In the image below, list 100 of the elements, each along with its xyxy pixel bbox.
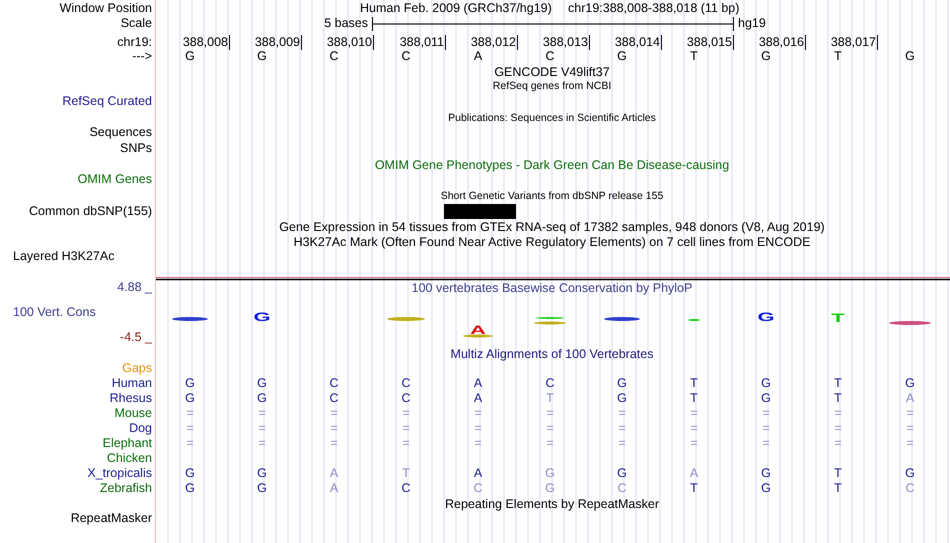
aligned-base: = (474, 406, 482, 421)
species-label: Rhesus (110, 391, 152, 406)
position-number: 388,009 (254, 35, 302, 50)
aligned-base: G (185, 466, 195, 481)
conserved-base-letter: T (831, 314, 845, 322)
track-label: RepeatMasker (70, 511, 152, 526)
track-label: Gaps (122, 361, 152, 376)
aligned-base: G (617, 376, 627, 391)
aligned-base: G (761, 466, 771, 481)
conserved-base-letter: A (470, 326, 486, 334)
base-letter: T (690, 49, 698, 64)
species-label: X_tropicalis (87, 466, 152, 481)
aligned-base: G (257, 481, 267, 496)
aligned-base: A (474, 376, 482, 391)
track-label: RefSeq Curated (62, 94, 152, 109)
aligned-base: = (546, 421, 554, 436)
aligned-base: = (906, 436, 914, 451)
aligned-base: = (474, 436, 482, 451)
aligned-base: G (761, 481, 771, 496)
aligned-base: = (330, 421, 338, 436)
track-title: 100 vertebrates Basewise Conservation by PhyloP (412, 281, 692, 296)
aligned-base: = (402, 406, 410, 421)
base-letter: A (474, 49, 482, 64)
aligned-base: = (834, 406, 842, 421)
aligned-base: G (761, 391, 771, 406)
aligned-base: = (546, 406, 554, 421)
aligned-base: = (906, 406, 914, 421)
aligned-base: = (690, 436, 698, 451)
base-letter: G (905, 49, 915, 64)
position-number: 388,013 (542, 35, 590, 50)
aligned-base: G (257, 391, 267, 406)
aligned-base: G (257, 376, 267, 391)
aligned-base: G (545, 466, 555, 481)
aligned-base: = (690, 421, 698, 436)
species-label: Dog (129, 421, 152, 436)
aligned-base: A (474, 391, 482, 406)
base-letter: C (545, 49, 555, 64)
aligned-base: = (834, 421, 842, 436)
base-letter: C (329, 49, 339, 64)
aligned-base: C (401, 391, 411, 406)
aligned-base: C (473, 481, 483, 496)
aligned-base: = (186, 421, 194, 436)
axis-min-label: -4.5 _ (120, 330, 152, 345)
aligned-base: = (690, 406, 698, 421)
aligned-base: = (402, 436, 410, 451)
aligned-base: = (834, 436, 842, 451)
base-letter: G (257, 49, 267, 64)
aligned-base: C (545, 376, 555, 391)
aligned-base: = (618, 406, 626, 421)
species-label: Human (112, 376, 152, 391)
species-label: Zebrafish (100, 481, 152, 496)
position-number: 388,008 (182, 35, 230, 50)
track-label: Layered H3K27Ac (13, 249, 114, 264)
aligned-base: = (330, 406, 338, 421)
aligned-base: = (906, 421, 914, 436)
aligned-base: T (546, 391, 554, 406)
conserved-base-letter: G (757, 312, 775, 322)
track-label: SNPs (120, 141, 152, 156)
aligned-base: = (330, 436, 338, 451)
position-number: 388,017 (830, 35, 878, 50)
aligned-base: C (329, 376, 339, 391)
position-number: 388,014 (614, 35, 662, 50)
aligned-base: = (186, 436, 194, 451)
aligned-base: = (618, 421, 626, 436)
aligned-base: G (545, 481, 555, 496)
track-title: H3K27Ac Mark (Often Found Near Active Regulatory Elements) on 7 cell lines from ENCODE (294, 235, 810, 250)
track-label: Sequences (89, 125, 152, 140)
position-number: 388,011 (400, 35, 446, 50)
aligned-base: = (618, 436, 626, 451)
base-letter: G (185, 49, 195, 64)
aligned-base: = (474, 421, 482, 436)
position-number: 388,015 (686, 35, 734, 50)
aligned-base: G (185, 391, 195, 406)
track-label: OMIM Genes (78, 172, 152, 187)
aligned-base: G (257, 466, 267, 481)
track-title: Multiz Alignments of 100 Vertebrates (450, 347, 654, 362)
aligned-base: G (617, 391, 627, 406)
conserved-base-letter: G (253, 312, 271, 322)
aligned-base: A (330, 481, 338, 496)
base-letter: G (617, 49, 627, 64)
aligned-base: = (186, 406, 194, 421)
aligned-base: C (401, 481, 411, 496)
aligned-base: G (905, 376, 915, 391)
aligned-base: G (617, 466, 627, 481)
base-letter: G (761, 49, 771, 64)
track-title: OMIM Gene Phenotypes - Dark Green Can Be Disease-causing (374, 158, 730, 173)
aligned-base: A (690, 466, 698, 481)
window-position-text: chr19:388,008-388,018 (11 bp) (568, 1, 740, 16)
aligned-base: = (402, 421, 410, 436)
aligned-base: C (401, 376, 411, 391)
track-label: Window Position (60, 1, 152, 16)
species-label: Elephant (102, 436, 152, 451)
aligned-base: G (185, 376, 195, 391)
aligned-base: = (258, 421, 266, 436)
aligned-base: A (906, 391, 914, 406)
track-title: Gene Expression in 54 tissues from GTEx RNA-seq of 17382 samples, 948 donors (V8, Aug 2019) (279, 220, 825, 235)
base-letter: T (834, 49, 842, 64)
aligned-base: = (546, 436, 554, 451)
aligned-base: T (834, 481, 842, 496)
aligned-base: T (402, 466, 410, 481)
